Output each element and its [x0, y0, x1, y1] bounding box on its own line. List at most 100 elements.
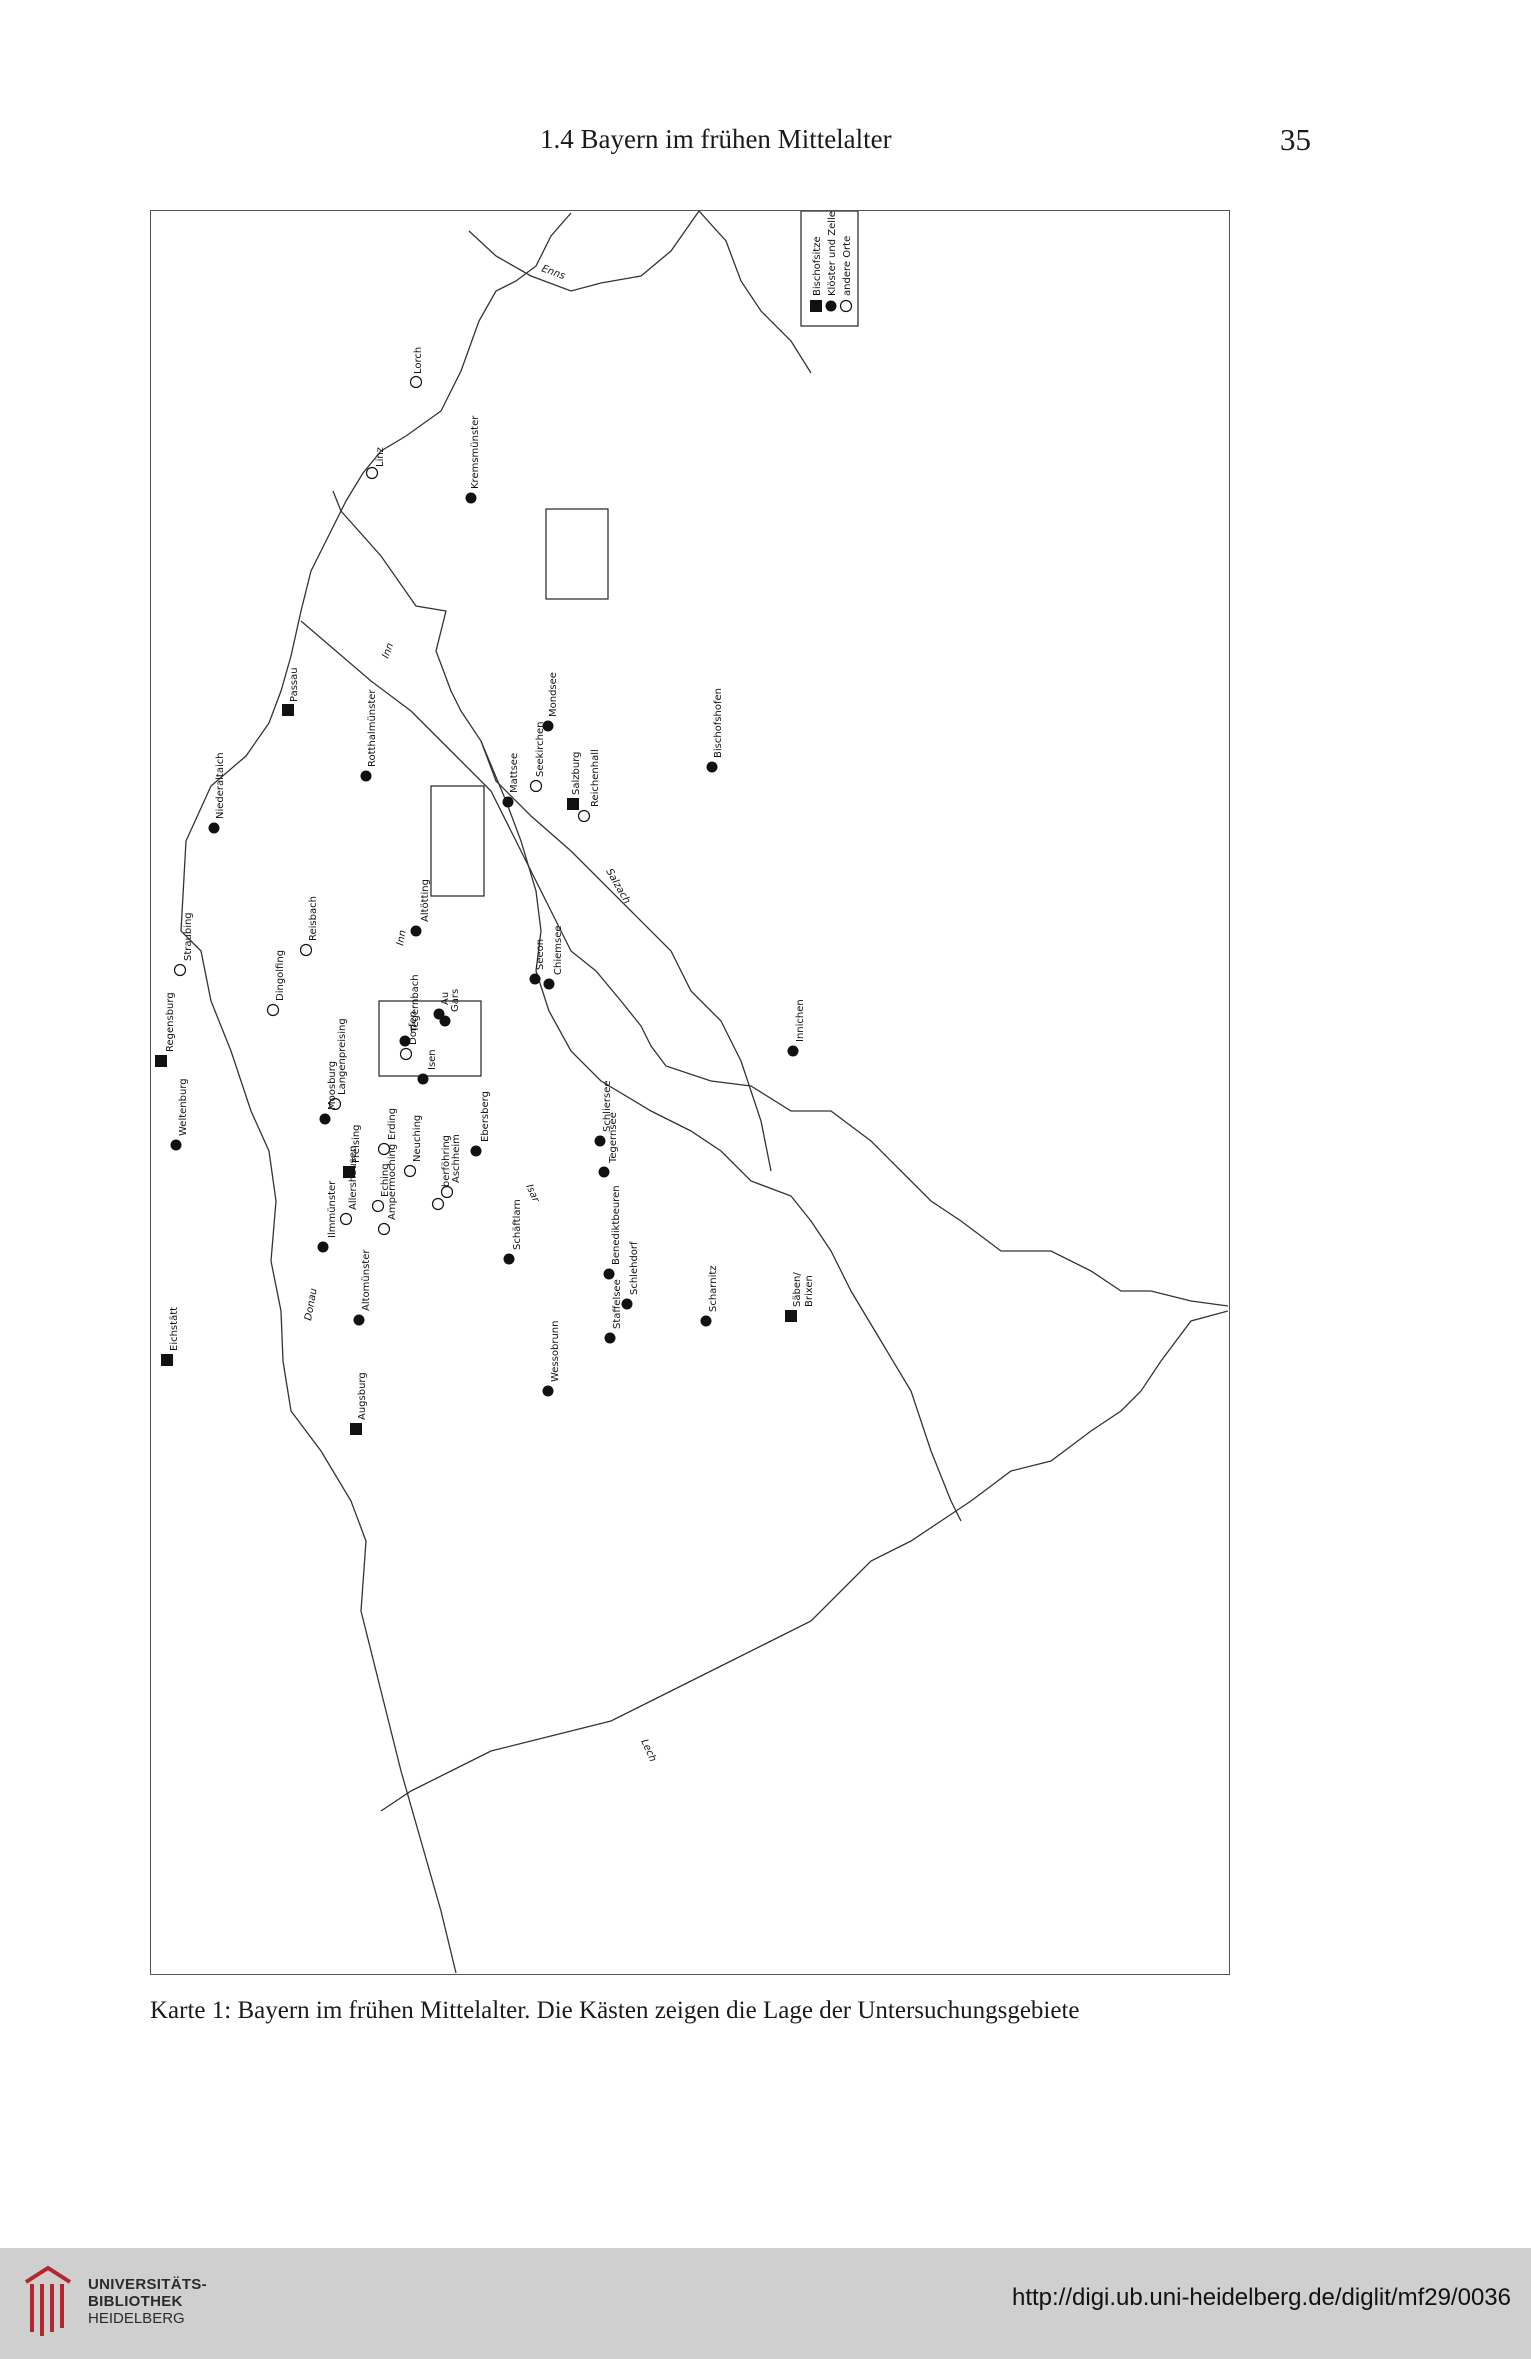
river-enns-upper [698, 211, 812, 374]
place-label: Reichenhall [590, 749, 601, 807]
place-label: Straubing [183, 912, 194, 961]
place-label: Ilmmünster [327, 1180, 338, 1238]
place-28-marker [377, 1142, 391, 1156]
place-label: Tegernsee [608, 1112, 619, 1164]
place-label: Niederaltaich [215, 752, 226, 819]
source-url-link[interactable]: http://digi.ub.uni-heidelberg.de/diglit/… [1011, 2284, 1511, 2311]
place-9-marker [706, 761, 718, 773]
study-box-middle [430, 785, 485, 897]
place-label: Dingolfing [275, 950, 286, 1001]
library-name-line3: HEIDELBERG [88, 2310, 185, 2327]
place-46-marker [700, 1315, 712, 1327]
place-label: Schlehdorf [629, 1241, 640, 1295]
place-43-marker [353, 1314, 365, 1326]
place-0-marker [409, 375, 423, 389]
place-21-marker [399, 1047, 413, 1061]
legend-label: Klöster und Zellen [827, 211, 838, 296]
legend-open-circle-marker [839, 299, 853, 313]
place-label: Innichen [795, 999, 806, 1042]
place-label: Oberföhring [441, 1135, 452, 1195]
place-45-marker [604, 1332, 616, 1344]
place-41-marker [603, 1268, 615, 1280]
library-name-line1: UNIVERSITÄTS- [88, 2276, 207, 2293]
place-19-marker [543, 978, 555, 990]
place-15-marker [266, 1003, 280, 1017]
page-number: 35 [1280, 122, 1311, 157]
place-25-marker [787, 1045, 799, 1057]
footer-bar: UNIVERSITÄTS- BIBLIOTHEK HEIDELBERG http… [0, 2248, 1531, 2359]
place-label: Kremsmünster [470, 415, 481, 489]
place-label: Wessobrunn [550, 1321, 561, 1382]
place-49-marker [350, 1423, 362, 1435]
place-34-marker [440, 1185, 454, 1199]
place-27-marker [319, 1113, 331, 1125]
place-37-marker [317, 1241, 329, 1253]
place-label: Mondsee [548, 672, 559, 717]
library-logo-icon [24, 2265, 72, 2336]
place-label: Langenpreising [337, 1018, 348, 1095]
place-label: Rotthalmünster [367, 689, 378, 767]
river-label: Inn [395, 929, 409, 946]
river-donau [180, 212, 572, 1973]
place-3-marker [282, 704, 294, 716]
place-label: Altötting [420, 879, 431, 922]
place-44-marker [621, 1298, 633, 1310]
place-33-marker [431, 1197, 445, 1211]
place-label: Bischofshofen [713, 688, 724, 758]
place-label: Scharnitz [708, 1265, 719, 1312]
study-box-south [378, 1000, 482, 1077]
place-label: Erding [387, 1108, 398, 1140]
place-label: Chiemsee [553, 925, 564, 975]
place-label: Aschheim [451, 1134, 462, 1183]
place-40-marker [503, 1253, 515, 1265]
place-label: Moosburg [327, 1061, 338, 1110]
place-1-marker [365, 466, 379, 480]
place-30-marker [594, 1135, 606, 1147]
place-6-marker [502, 796, 514, 808]
library-name: UNIVERSITÄTS- BIBLIOTHEK HEIDELBERG [88, 2276, 207, 2327]
place-39-marker [377, 1222, 391, 1236]
place-label: Neuching [412, 1115, 423, 1162]
legend-label: andere Orte [842, 236, 853, 296]
place-47-marker [785, 1310, 797, 1322]
place-11-marker [360, 770, 372, 782]
place-label: Weltenburg [178, 1078, 189, 1136]
river-isar [300, 620, 1228, 1307]
place-label: Gars [450, 989, 461, 1012]
river-salzach [480, 740, 772, 1172]
river-lech [380, 1310, 1228, 1812]
place-32-marker [403, 1164, 417, 1178]
place-35-marker [598, 1166, 610, 1178]
legend-square-marker [810, 300, 822, 312]
river-label: Donau [303, 1287, 319, 1321]
place-5-marker [529, 779, 543, 793]
place-label: Ampermoching [387, 1144, 398, 1220]
place-24-marker [328, 1097, 342, 1111]
place-label: Regensburg [165, 992, 176, 1052]
place-18-marker [529, 973, 541, 985]
place-4-marker [542, 720, 554, 732]
place-label: Ebersberg [480, 1091, 491, 1142]
place-label: Staffelsee [612, 1279, 623, 1329]
place-label: Seeon [535, 939, 546, 970]
place-label: Freising [351, 1124, 362, 1163]
place-13-marker [410, 925, 422, 937]
place-label: Säben/ [792, 1272, 803, 1307]
river-label: Enns [540, 263, 567, 282]
place-29-marker [470, 1145, 482, 1157]
place-12-marker [299, 943, 313, 957]
place-label: Benediktbeuren [611, 1185, 622, 1265]
place-48-marker [542, 1385, 554, 1397]
place-label: Mattsee [509, 753, 520, 793]
place-23-marker [155, 1055, 167, 1067]
place-label: Dorfen [408, 1011, 419, 1045]
place-label-line2: Brixen [804, 1275, 815, 1307]
place-36-marker [371, 1199, 385, 1213]
study-box-north [545, 508, 609, 600]
place-2-marker [465, 492, 477, 504]
place-label: Linz [375, 447, 386, 467]
place-14-marker [173, 963, 187, 977]
